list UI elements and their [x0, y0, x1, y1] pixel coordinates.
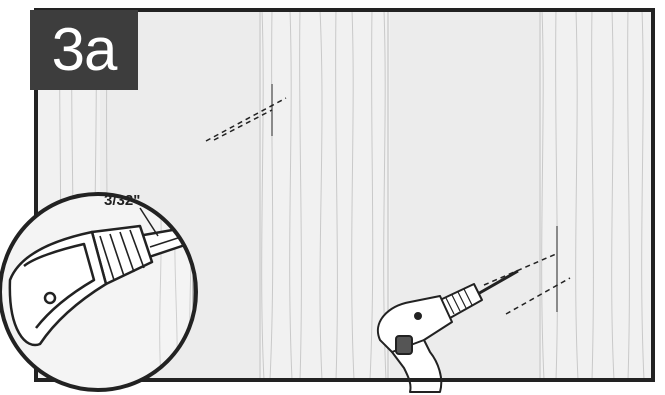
step-number-badge: 3a — [30, 10, 138, 90]
drill-bit-size-label: 3/32" — [104, 192, 140, 209]
